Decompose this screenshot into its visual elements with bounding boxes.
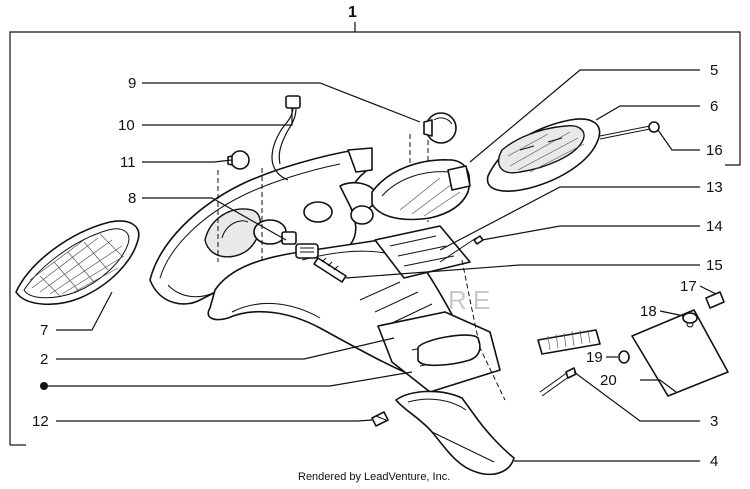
part-4-mudflap — [395, 390, 515, 476]
part-12-clip — [371, 411, 389, 427]
callout-5-label: 5 — [710, 62, 718, 79]
callout-15-label: 15 — [706, 257, 723, 274]
part-10-wire — [271, 95, 301, 181]
callout-6-label: 6 — [710, 98, 718, 115]
part-3-screw — [539, 367, 577, 397]
part-16-screw — [599, 121, 660, 140]
part-7-lens — [15, 220, 140, 306]
part-9-bulb — [423, 112, 457, 144]
callout-3-label: 3 — [710, 413, 718, 430]
callout-16-label: 16 — [706, 142, 723, 159]
callout-17-label: 17 — [680, 278, 697, 295]
part-5-light-housing — [371, 159, 471, 221]
part-18-washer — [682, 312, 698, 324]
part-6-lens — [486, 118, 601, 192]
bullet-marker — [40, 382, 48, 390]
callout-4-label: 4 — [710, 453, 718, 470]
callout-1-label: 1 — [348, 4, 357, 21]
callout-14-label: 14 — [706, 218, 723, 235]
part-reflector — [537, 329, 601, 355]
part-8-socket — [281, 231, 319, 259]
callout-8-label: 8 — [128, 190, 136, 207]
callout-13-label: 13 — [706, 179, 723, 196]
callout-12-label: 12 — [32, 413, 49, 430]
callout-7-label: 7 — [40, 322, 48, 339]
leader-lines — [48, 69, 717, 462]
credit-text: Rendered by LeadVenture, Inc. — [298, 471, 450, 483]
part-13-bracket — [374, 225, 501, 393]
part-20-plate — [631, 309, 729, 397]
part-19-nut — [618, 350, 630, 364]
callout-11-label: 11 — [120, 154, 136, 171]
callout-20-label: 20 — [600, 372, 617, 389]
callout-18-label: 18 — [640, 303, 657, 320]
assembly-bracket — [9, 22, 741, 446]
callout-10-label: 10 — [118, 117, 135, 134]
part-15-screw — [313, 257, 347, 283]
part-17-screw — [705, 291, 725, 309]
callout-2-label: 2 — [40, 351, 48, 368]
callout-9-label: 9 — [128, 75, 136, 92]
callout-19-label: 19 — [586, 349, 603, 366]
